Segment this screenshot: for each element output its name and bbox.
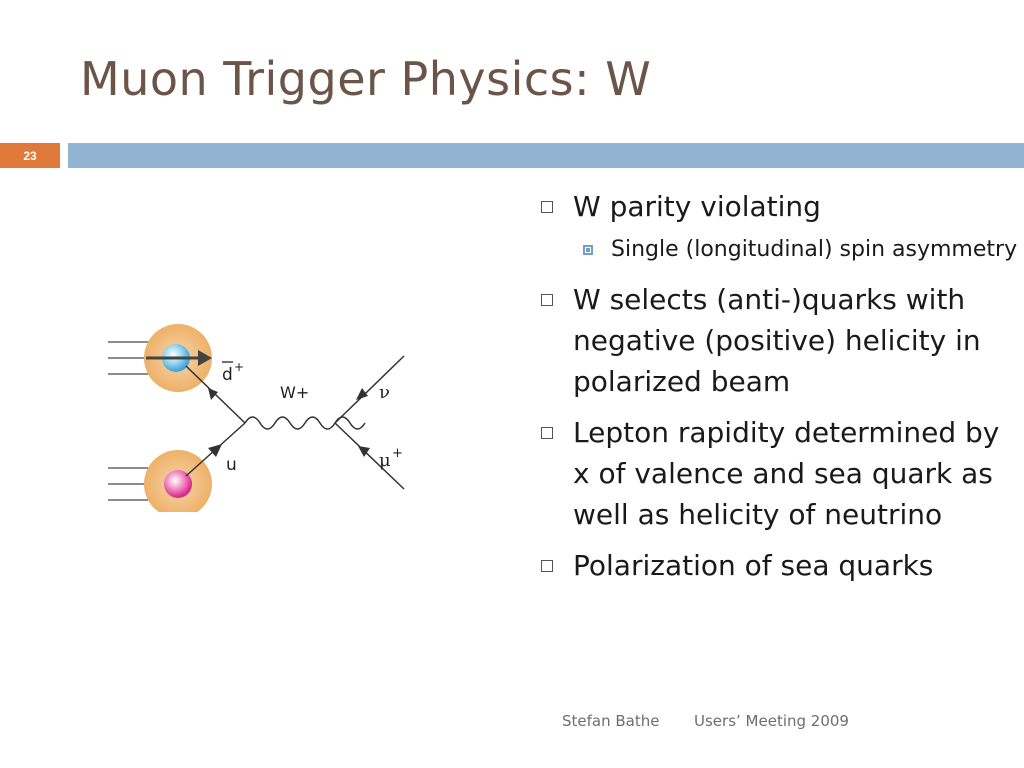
sub-bullet-text: Single (longitudinal) spin asymmetry bbox=[611, 237, 1018, 262]
bullet-text: W parity violating bbox=[573, 190, 821, 223]
square-bullet-icon bbox=[541, 427, 553, 439]
square-bullet-icon bbox=[541, 560, 553, 572]
square-bullet-icon bbox=[541, 294, 553, 306]
muon-line bbox=[334, 422, 405, 490]
sub-bullet-item: Single (longitudinal) spin asymmetry bbox=[538, 231, 1018, 269]
label-muon-sup: + bbox=[392, 446, 403, 461]
bullet-item: W parity violating bbox=[538, 186, 1018, 227]
header-bar bbox=[68, 143, 1024, 168]
w-boson-propagator bbox=[244, 416, 366, 430]
bullet-text: Lepton rapidity determined by x of valen… bbox=[573, 416, 1000, 531]
label-anti-d: d bbox=[222, 365, 233, 385]
spin-arrow-icon bbox=[146, 350, 212, 366]
bullet-list: W parity violating Single (longitudinal)… bbox=[538, 186, 1018, 596]
neutrino-line bbox=[334, 355, 405, 424]
square-bullet-icon bbox=[541, 201, 553, 213]
quark-line-anti-d bbox=[185, 365, 246, 424]
bullet-item: Polarization of sea quarks bbox=[538, 545, 1018, 586]
bullet-text: W selects (anti-)quarks with negative (p… bbox=[573, 283, 981, 398]
quark-line-u bbox=[185, 422, 246, 477]
label-muon: μ bbox=[379, 450, 391, 471]
bullet-item: Lepton rapidity determined by x of valen… bbox=[538, 412, 1018, 535]
slide-title: Muon Trigger Physics: W bbox=[80, 52, 652, 106]
page-number: 23 bbox=[0, 143, 60, 168]
bullet-item: W selects (anti-)quarks with negative (p… bbox=[538, 279, 1018, 402]
filled-square-bullet-icon bbox=[583, 245, 593, 255]
footer-author: Stefan Bathe bbox=[562, 712, 660, 730]
label-anti-d-sup: + bbox=[234, 360, 244, 374]
bullet-text: Polarization of sea quarks bbox=[573, 549, 934, 582]
footer-event: Users’ Meeting 2009 bbox=[694, 712, 849, 730]
label-w-boson: W+ bbox=[280, 383, 309, 402]
label-neutrino: ν bbox=[379, 382, 390, 403]
u-quark bbox=[164, 470, 192, 498]
label-u: u bbox=[226, 455, 237, 475]
feynman-diagram: d + W+ u ν μ + bbox=[108, 324, 405, 512]
